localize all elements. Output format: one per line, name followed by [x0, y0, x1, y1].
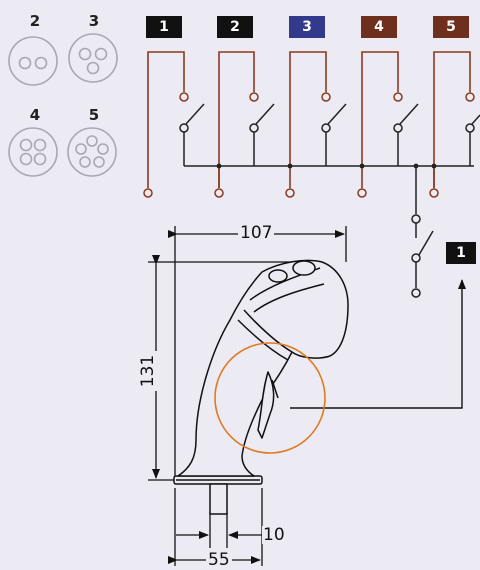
connector-4-face: [8, 127, 58, 177]
pin-badge-5: 5: [433, 16, 469, 38]
stem-dimension-label: 10: [262, 525, 286, 545]
joystick-outline: [173, 259, 349, 515]
button-highlight-circle: [214, 342, 326, 454]
connector-3-face: [68, 33, 118, 83]
pin-badge-1: 1: [146, 16, 182, 38]
connector-2-face: [8, 36, 58, 86]
leader-arrow: [290, 279, 466, 409]
output-badge: 1: [446, 242, 476, 264]
junctions: [216, 163, 437, 169]
switches: [179, 92, 480, 166]
brown-stubs: [218, 166, 435, 188]
connector-5-label: 5: [88, 106, 100, 124]
pin-badge-4: 4: [361, 16, 397, 38]
pin-badge-3: 3: [289, 16, 325, 38]
connector-4-label: 4: [29, 106, 41, 124]
height-dimension-label: 131: [138, 351, 158, 391]
width-dimension-label: 107: [238, 223, 275, 243]
output-switch: [411, 214, 434, 298]
base-dimension-label: 55: [206, 550, 232, 570]
brown-wires: [147, 51, 471, 188]
connector-3-label: 3: [88, 12, 100, 30]
connector-5-face: [67, 127, 117, 177]
connector-2-label: 2: [29, 12, 41, 30]
pin-badge-2: 2: [217, 16, 253, 38]
common-bus: [184, 165, 474, 214]
bottom-terminals: [143, 188, 439, 198]
